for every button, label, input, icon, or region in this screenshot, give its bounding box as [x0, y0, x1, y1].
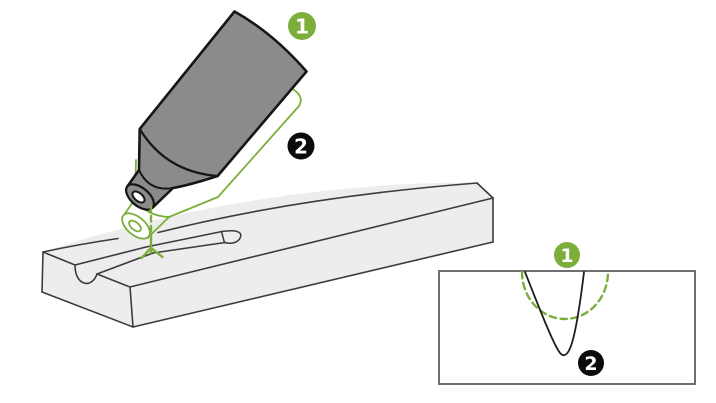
- badge-1-detail-label: 1: [560, 245, 573, 267]
- badge-2-main-label: 2: [294, 135, 308, 159]
- badge-1-detail-circle: [554, 242, 580, 268]
- badge-1-main-circle: [288, 12, 316, 40]
- workpiece-left-corner-edge: [41, 251, 44, 293]
- tool-body-outline: [126, 10, 308, 210]
- slot-cap-chord: [220, 230, 226, 244]
- workpiece-left-bottom-edge: [41, 291, 134, 328]
- groove-end-scoop: [74, 264, 98, 285]
- badge-1-main: 1: [288, 12, 316, 40]
- deep-slot: [145, 229, 242, 254]
- ghost-body-right-edge: [217, 87, 302, 198]
- workpiece-right-end-top-edge: [476, 182, 494, 199]
- badge-2-detail-circle: [578, 350, 604, 376]
- workpiece-left-top-edge-a: [42, 251, 76, 266]
- ghost-cone-right-edge: [168, 196, 219, 218]
- ghost-tip-hole: [128, 219, 142, 233]
- workpiece-back-edge-left: [42, 237, 119, 253]
- badge-2-main: 2: [287, 132, 315, 160]
- workpiece-front-top-edge: [129, 197, 494, 288]
- slot-edge-back: [145, 230, 223, 248]
- workpiece: [41, 182, 495, 328]
- beam-impact-splash-right: [149, 246, 164, 259]
- workpiece-front-bottom-edge: [132, 241, 494, 328]
- workpiece-left-top-edge-b: [96, 273, 131, 288]
- slot-end-cap: [221, 229, 242, 244]
- beam-impact-splash-left: [140, 246, 153, 260]
- badge-2-main-circle: [287, 132, 315, 160]
- badge-1-detail: 1: [554, 242, 580, 268]
- slot-edge-front: [152, 241, 226, 254]
- workpiece-front-left-edge: [129, 286, 134, 328]
- beam-axis: [140, 204, 164, 260]
- tool-nozzle-seam: [138, 169, 174, 190]
- tool-tip-hole: [131, 190, 146, 204]
- ghost-nozzle-right-edge: [146, 216, 170, 239]
- tool-tilted: [124, 10, 308, 211]
- workpiece-back-edge-right: [157, 182, 478, 234]
- detail-inset: 1 2: [438, 242, 696, 385]
- detail-inset-frame: [438, 270, 696, 385]
- badge-2-detail-label: 2: [584, 353, 597, 375]
- groove-profile-wide-dashed: [520, 270, 610, 321]
- groove-profile-deep-narrow: [524, 271, 585, 357]
- tool-shoulder-seam: [138, 128, 218, 178]
- badge-2-detail: 2: [578, 350, 604, 376]
- badge-1-main-label: 1: [295, 15, 309, 39]
- groove-edge-back: [74, 246, 147, 266]
